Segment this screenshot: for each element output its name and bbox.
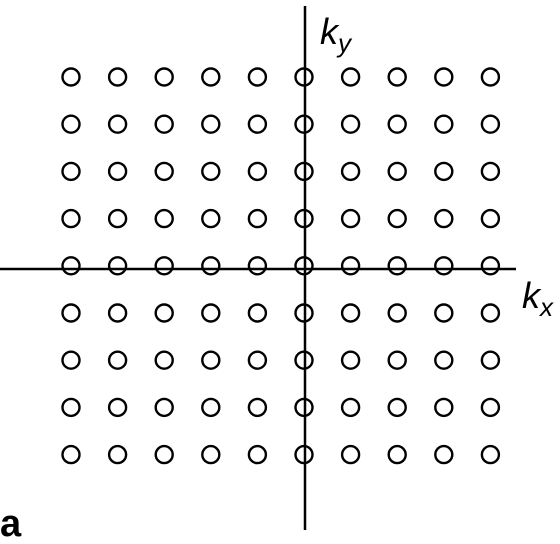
lattice-point-r3-c10: [480, 161, 501, 182]
lattice-point-r3-c1: [61, 161, 81, 182]
lattice-point-r3-c9: [434, 161, 454, 182]
lattice-point-r1-c7: [340, 67, 361, 87]
lattice-point-r1-c4: [201, 67, 221, 87]
lattice-point-r1-c5: [247, 67, 268, 87]
lattice-point-r1-c3: [154, 67, 174, 87]
panel-label: a: [0, 503, 22, 544]
lattice-point-r4-c7: [340, 208, 361, 229]
lattice-point-r5-c5: [247, 256, 268, 276]
axes: [0, 6, 516, 530]
lattice-point-r8-c10: [480, 397, 501, 418]
lattice-point-r5-c1: [61, 256, 81, 276]
lattice-point-r1-c9: [434, 67, 454, 87]
lattice-point-r3-c3: [154, 161, 174, 182]
lattice-point-r9-c8: [387, 444, 407, 465]
lattice-point-r5-c10: [480, 256, 501, 276]
lattice-point-r6-c2: [107, 303, 128, 323]
lattice-point-r6-c4: [201, 303, 221, 323]
lattice-point-r3-c7: [340, 161, 361, 182]
lattice-point-r8-c1: [61, 397, 81, 418]
lattice-point-r4-c1: [61, 208, 81, 229]
lattice-point-r1-c1: [61, 67, 81, 87]
lattice-point-r4-c8: [387, 208, 407, 229]
lattice-points: [61, 67, 501, 465]
lattice-point-r7-c1: [61, 350, 81, 370]
lattice-point-r1-c2: [107, 67, 128, 87]
lattice-point-r7-c7: [340, 350, 361, 370]
ky-axis-label: ky: [320, 11, 353, 58]
lattice-point-r8-c7: [340, 397, 361, 418]
lattice-point-r5-c8: [387, 256, 407, 276]
lattice-point-r3-c5: [247, 161, 268, 182]
lattice-point-r3-c4: [201, 161, 221, 182]
lattice-point-r7-c10: [480, 350, 501, 370]
lattice-point-r8-c2: [107, 397, 128, 418]
lattice-point-r2-c5: [247, 114, 268, 134]
lattice-point-r2-c9: [434, 114, 454, 134]
lattice-point-r9-c4: [201, 444, 221, 465]
lattice-point-r6-c3: [154, 303, 174, 323]
lattice-point-r8-c9: [434, 397, 454, 418]
lattice-point-r4-c2: [107, 208, 128, 229]
lattice-point-r4-c9: [434, 208, 454, 229]
lattice-point-r4-c3: [154, 208, 174, 229]
kx-symbol: k: [522, 275, 542, 316]
kx-subscript: x: [538, 292, 554, 322]
lattice-point-r4-c10: [480, 208, 501, 229]
lattice-point-r2-c8: [387, 114, 407, 134]
lattice-point-r2-c3: [154, 114, 174, 134]
lattice-point-r9-c7: [340, 444, 361, 465]
lattice-point-r5-c4: [201, 256, 221, 276]
lattice-point-r6-c8: [387, 303, 407, 323]
lattice-point-r2-c1: [61, 114, 81, 134]
ky-symbol: k: [320, 11, 340, 52]
lattice-point-r1-c8: [387, 67, 407, 87]
lattice-point-r6-c7: [340, 303, 361, 323]
lattice-point-r7-c4: [201, 350, 221, 370]
lattice-point-r9-c1: [61, 444, 81, 465]
lattice-point-r5-c7: [340, 256, 361, 276]
lattice-point-r9-c9: [434, 444, 454, 465]
lattice-point-r9-c3: [154, 444, 174, 465]
lattice-point-r2-c4: [201, 114, 221, 134]
lattice-point-r6-c1: [61, 303, 81, 323]
lattice-point-r1-c10: [480, 67, 501, 87]
lattice-point-r5-c2: [107, 256, 128, 276]
lattice-point-r9-c5: [247, 444, 268, 465]
lattice-point-r6-c10: [480, 303, 501, 323]
lattice-point-r6-c9: [434, 303, 454, 323]
kx-axis-label: kx: [522, 275, 554, 322]
lattice-point-r5-c3: [154, 256, 174, 276]
lattice-point-r7-c9: [434, 350, 454, 370]
lattice-point-r8-c3: [154, 397, 174, 418]
lattice-point-r2-c10: [480, 114, 501, 134]
lattice-point-r3-c8: [387, 161, 407, 182]
lattice-point-r8-c4: [201, 397, 221, 418]
lattice-point-r5-c9: [434, 256, 454, 276]
lattice-point-r4-c5: [247, 208, 268, 229]
lattice-point-r2-c2: [107, 114, 128, 134]
lattice-point-r4-c4: [201, 208, 221, 229]
lattice-point-r8-c8: [387, 397, 407, 418]
lattice-point-r7-c5: [247, 350, 268, 370]
lattice-point-r2-c7: [340, 114, 361, 134]
lattice-point-r8-c5: [247, 397, 268, 418]
lattice-point-r6-c5: [247, 303, 268, 323]
lattice-point-r7-c8: [387, 350, 407, 370]
lattice-point-r9-c10: [480, 444, 501, 465]
lattice-point-r3-c2: [107, 161, 128, 182]
lattice-point-r7-c2: [107, 350, 128, 370]
lattice-point-r9-c2: [107, 444, 128, 465]
lattice-point-r7-c3: [154, 350, 174, 370]
ky-subscript: y: [336, 28, 353, 58]
